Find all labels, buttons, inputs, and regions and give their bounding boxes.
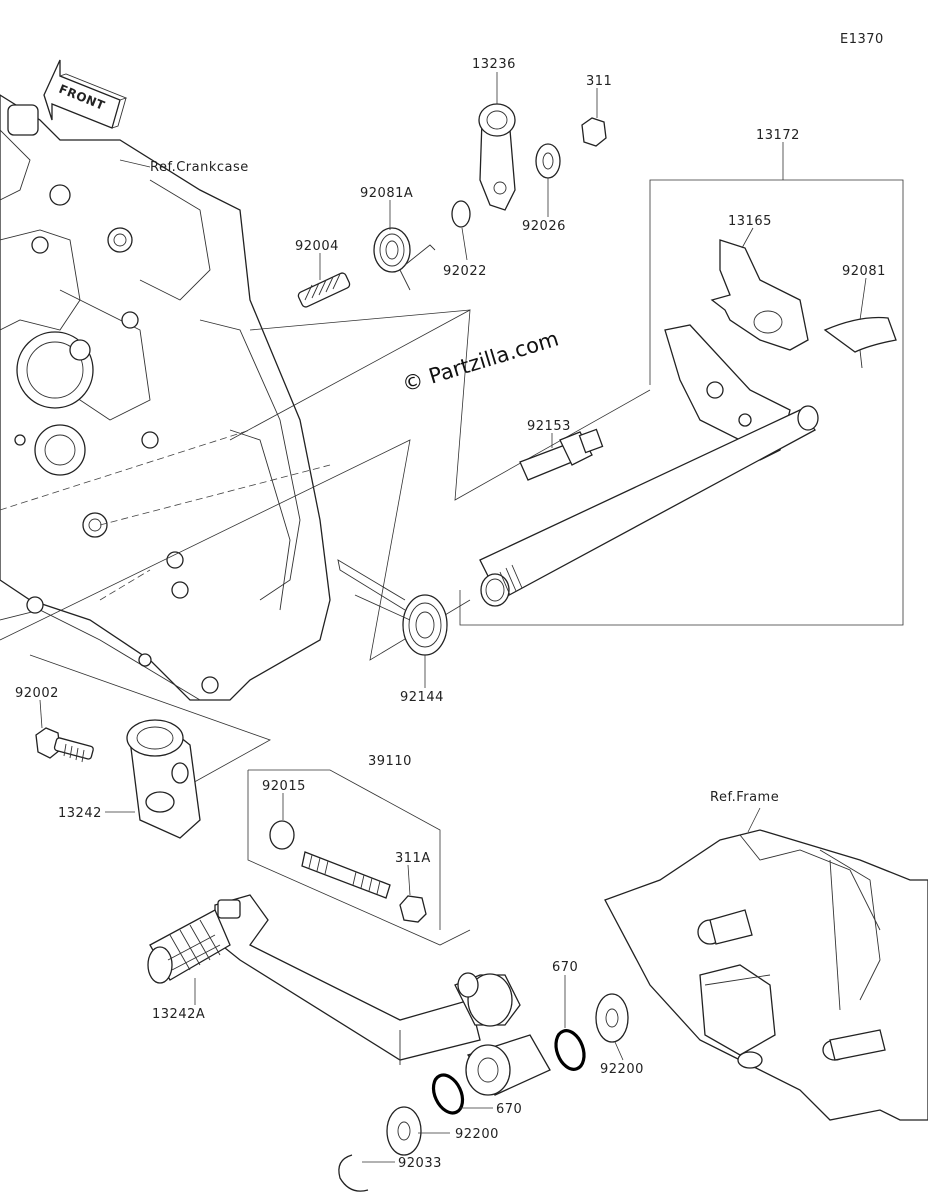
shift-shaft <box>479 405 819 607</box>
callout-92200-upper: 92200 <box>600 1062 644 1077</box>
label-ref-crankcase: Ref.Crankcase <box>150 160 249 175</box>
bracket-13172 <box>459 179 904 626</box>
leader-lines <box>39 72 867 1163</box>
washer-92200-upper <box>595 993 629 1043</box>
callout-39110: 39110 <box>368 754 412 769</box>
callout-13172: 13172 <box>756 128 800 143</box>
washer-92022 <box>451 200 471 228</box>
washer-92200-lower <box>386 1106 422 1156</box>
bracket-39110 <box>248 769 441 930</box>
tie-rod <box>301 851 391 899</box>
watermark-text: © Partzilla.com <box>399 326 561 396</box>
spring-92081a <box>373 227 436 291</box>
callout-670-lower: 670 <box>496 1102 522 1117</box>
stud-92004 <box>297 272 351 308</box>
callout-13165: 13165 <box>728 214 772 229</box>
guide-line <box>229 309 651 501</box>
spring-92081 <box>823 316 897 369</box>
callout-13242a: 13242A <box>152 1007 205 1022</box>
callout-92033: 92033 <box>398 1156 442 1171</box>
nut-311a <box>399 895 427 923</box>
bracket-39110 <box>247 770 471 946</box>
callout-92002: 92002 <box>15 686 59 701</box>
front-arrow-icon: FRONT <box>43 59 128 129</box>
o-ring-670-upper <box>554 1029 586 1071</box>
bolt-92002 <box>35 727 94 763</box>
callout-92081a: 92081A <box>360 186 413 201</box>
callout-13242: 13242 <box>58 806 102 821</box>
nut-92015 <box>269 820 295 850</box>
callout-311: 311 <box>586 74 612 89</box>
callout-92004: 92004 <box>295 239 339 254</box>
callout-92015: 92015 <box>262 779 306 794</box>
guide-line <box>29 654 271 791</box>
callout-92200-lower: 92200 <box>455 1127 499 1142</box>
callout-13236: 13236 <box>472 57 516 72</box>
rod-end-joint <box>454 972 551 1096</box>
callout-92153: 92153 <box>527 419 571 434</box>
bolt-92153 <box>519 428 604 481</box>
shift-lever-13242 <box>126 719 201 839</box>
shift-pedal-13242a <box>147 894 481 1065</box>
plate-13165 <box>710 239 809 351</box>
crankcase-drawing <box>0 94 331 701</box>
label-ref-frame: Ref.Frame <box>710 790 779 805</box>
guide-line <box>249 309 471 331</box>
washer-92026 <box>535 143 561 179</box>
spring-92144 <box>337 559 448 656</box>
callout-92022: 92022 <box>443 264 487 279</box>
nut-311 <box>581 117 607 147</box>
callout-670-upper: 670 <box>552 960 578 975</box>
shift-arm-13236 <box>478 103 516 211</box>
circlip-92033 <box>338 1154 369 1192</box>
callout-311a: 311A <box>395 851 431 866</box>
diagram-code: E1370 <box>840 32 884 47</box>
callout-92026: 92026 <box>522 219 566 234</box>
callout-92081: 92081 <box>842 264 886 279</box>
callout-92144: 92144 <box>400 690 444 705</box>
frame-drawing <box>604 829 928 1121</box>
o-ring-670-lower <box>431 1073 465 1115</box>
